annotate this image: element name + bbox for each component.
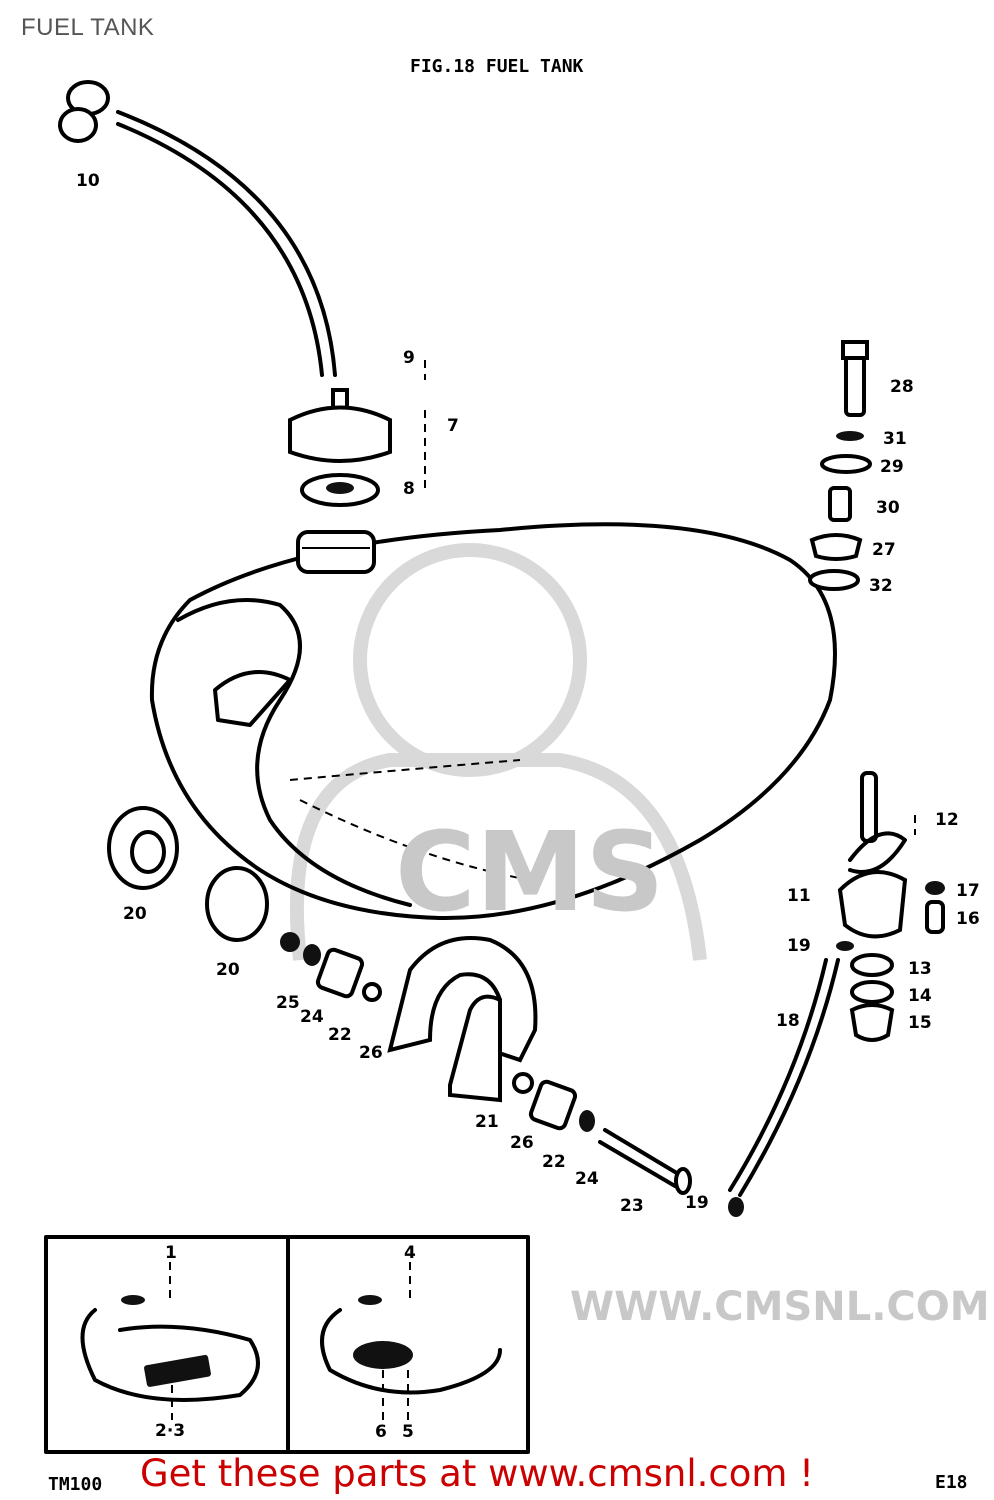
callout: 6 xyxy=(375,1422,387,1442)
callout: 25 xyxy=(276,993,300,1013)
callout: 16 xyxy=(956,909,980,929)
callout: 19 xyxy=(787,936,811,956)
callout: 27 xyxy=(872,540,896,560)
callout: 22 xyxy=(328,1025,352,1045)
callout: 24 xyxy=(300,1007,324,1027)
callout: 19 xyxy=(685,1193,709,1213)
callout: 5 xyxy=(402,1422,414,1442)
callout: 29 xyxy=(880,457,904,477)
fuel-tank xyxy=(149,522,837,921)
page-code: E18 xyxy=(935,1472,968,1493)
breather-hose xyxy=(58,80,337,377)
callout: 26 xyxy=(359,1043,383,1063)
callout: 31 xyxy=(883,429,907,449)
callout: 14 xyxy=(908,986,932,1006)
figure-title: FIG.18 FUEL TANK xyxy=(410,56,584,77)
callout: 28 xyxy=(890,377,914,397)
callout: 17 xyxy=(956,881,980,901)
callout: 1 xyxy=(165,1243,177,1263)
callout: 15 xyxy=(908,1013,932,1033)
grommets xyxy=(107,806,269,942)
callout: 22 xyxy=(542,1152,566,1172)
watermark-logo xyxy=(289,543,707,961)
model-code: TM100 xyxy=(48,1474,102,1495)
fuel-cap xyxy=(288,360,426,507)
callout: 8 xyxy=(403,479,415,499)
callout: 11 xyxy=(787,886,811,906)
callout: 2·3 xyxy=(155,1421,185,1441)
tank-bracket xyxy=(280,932,692,1195)
watermark-url-text: WWW.CMSNL.COM xyxy=(570,1284,990,1330)
callout: 24 xyxy=(575,1169,599,1189)
callout: 23 xyxy=(620,1196,644,1216)
watermark-logo-text: CMS xyxy=(395,808,664,936)
callout: 10 xyxy=(76,171,100,191)
fuel-petcock xyxy=(728,771,945,1217)
page-title: FUEL TANK xyxy=(21,14,155,41)
callout: 20 xyxy=(123,904,147,924)
watermark-text: CMS WWW.CMSNL.COM xyxy=(395,808,990,1330)
mount-bolt-set xyxy=(808,340,872,591)
callout: 13 xyxy=(908,959,932,979)
callout-labels: 10 9 7 8 28 31 29 30 27 32 12 17 16 11 1… xyxy=(76,171,980,1442)
callout: 21 xyxy=(475,1112,499,1132)
callout: 26 xyxy=(510,1133,534,1153)
callout: 4 xyxy=(404,1243,416,1263)
callout: 32 xyxy=(869,576,893,596)
callout: 7 xyxy=(447,416,459,436)
get-parts-link[interactable]: Get these parts at www.cmsnl.com ! xyxy=(140,1452,815,1495)
callout: 30 xyxy=(876,498,900,518)
callout: 12 xyxy=(935,810,959,830)
emblem-inset xyxy=(44,1235,530,1454)
callout: 18 xyxy=(776,1011,800,1031)
callout: 9 xyxy=(403,348,415,368)
callout: 20 xyxy=(216,960,240,980)
